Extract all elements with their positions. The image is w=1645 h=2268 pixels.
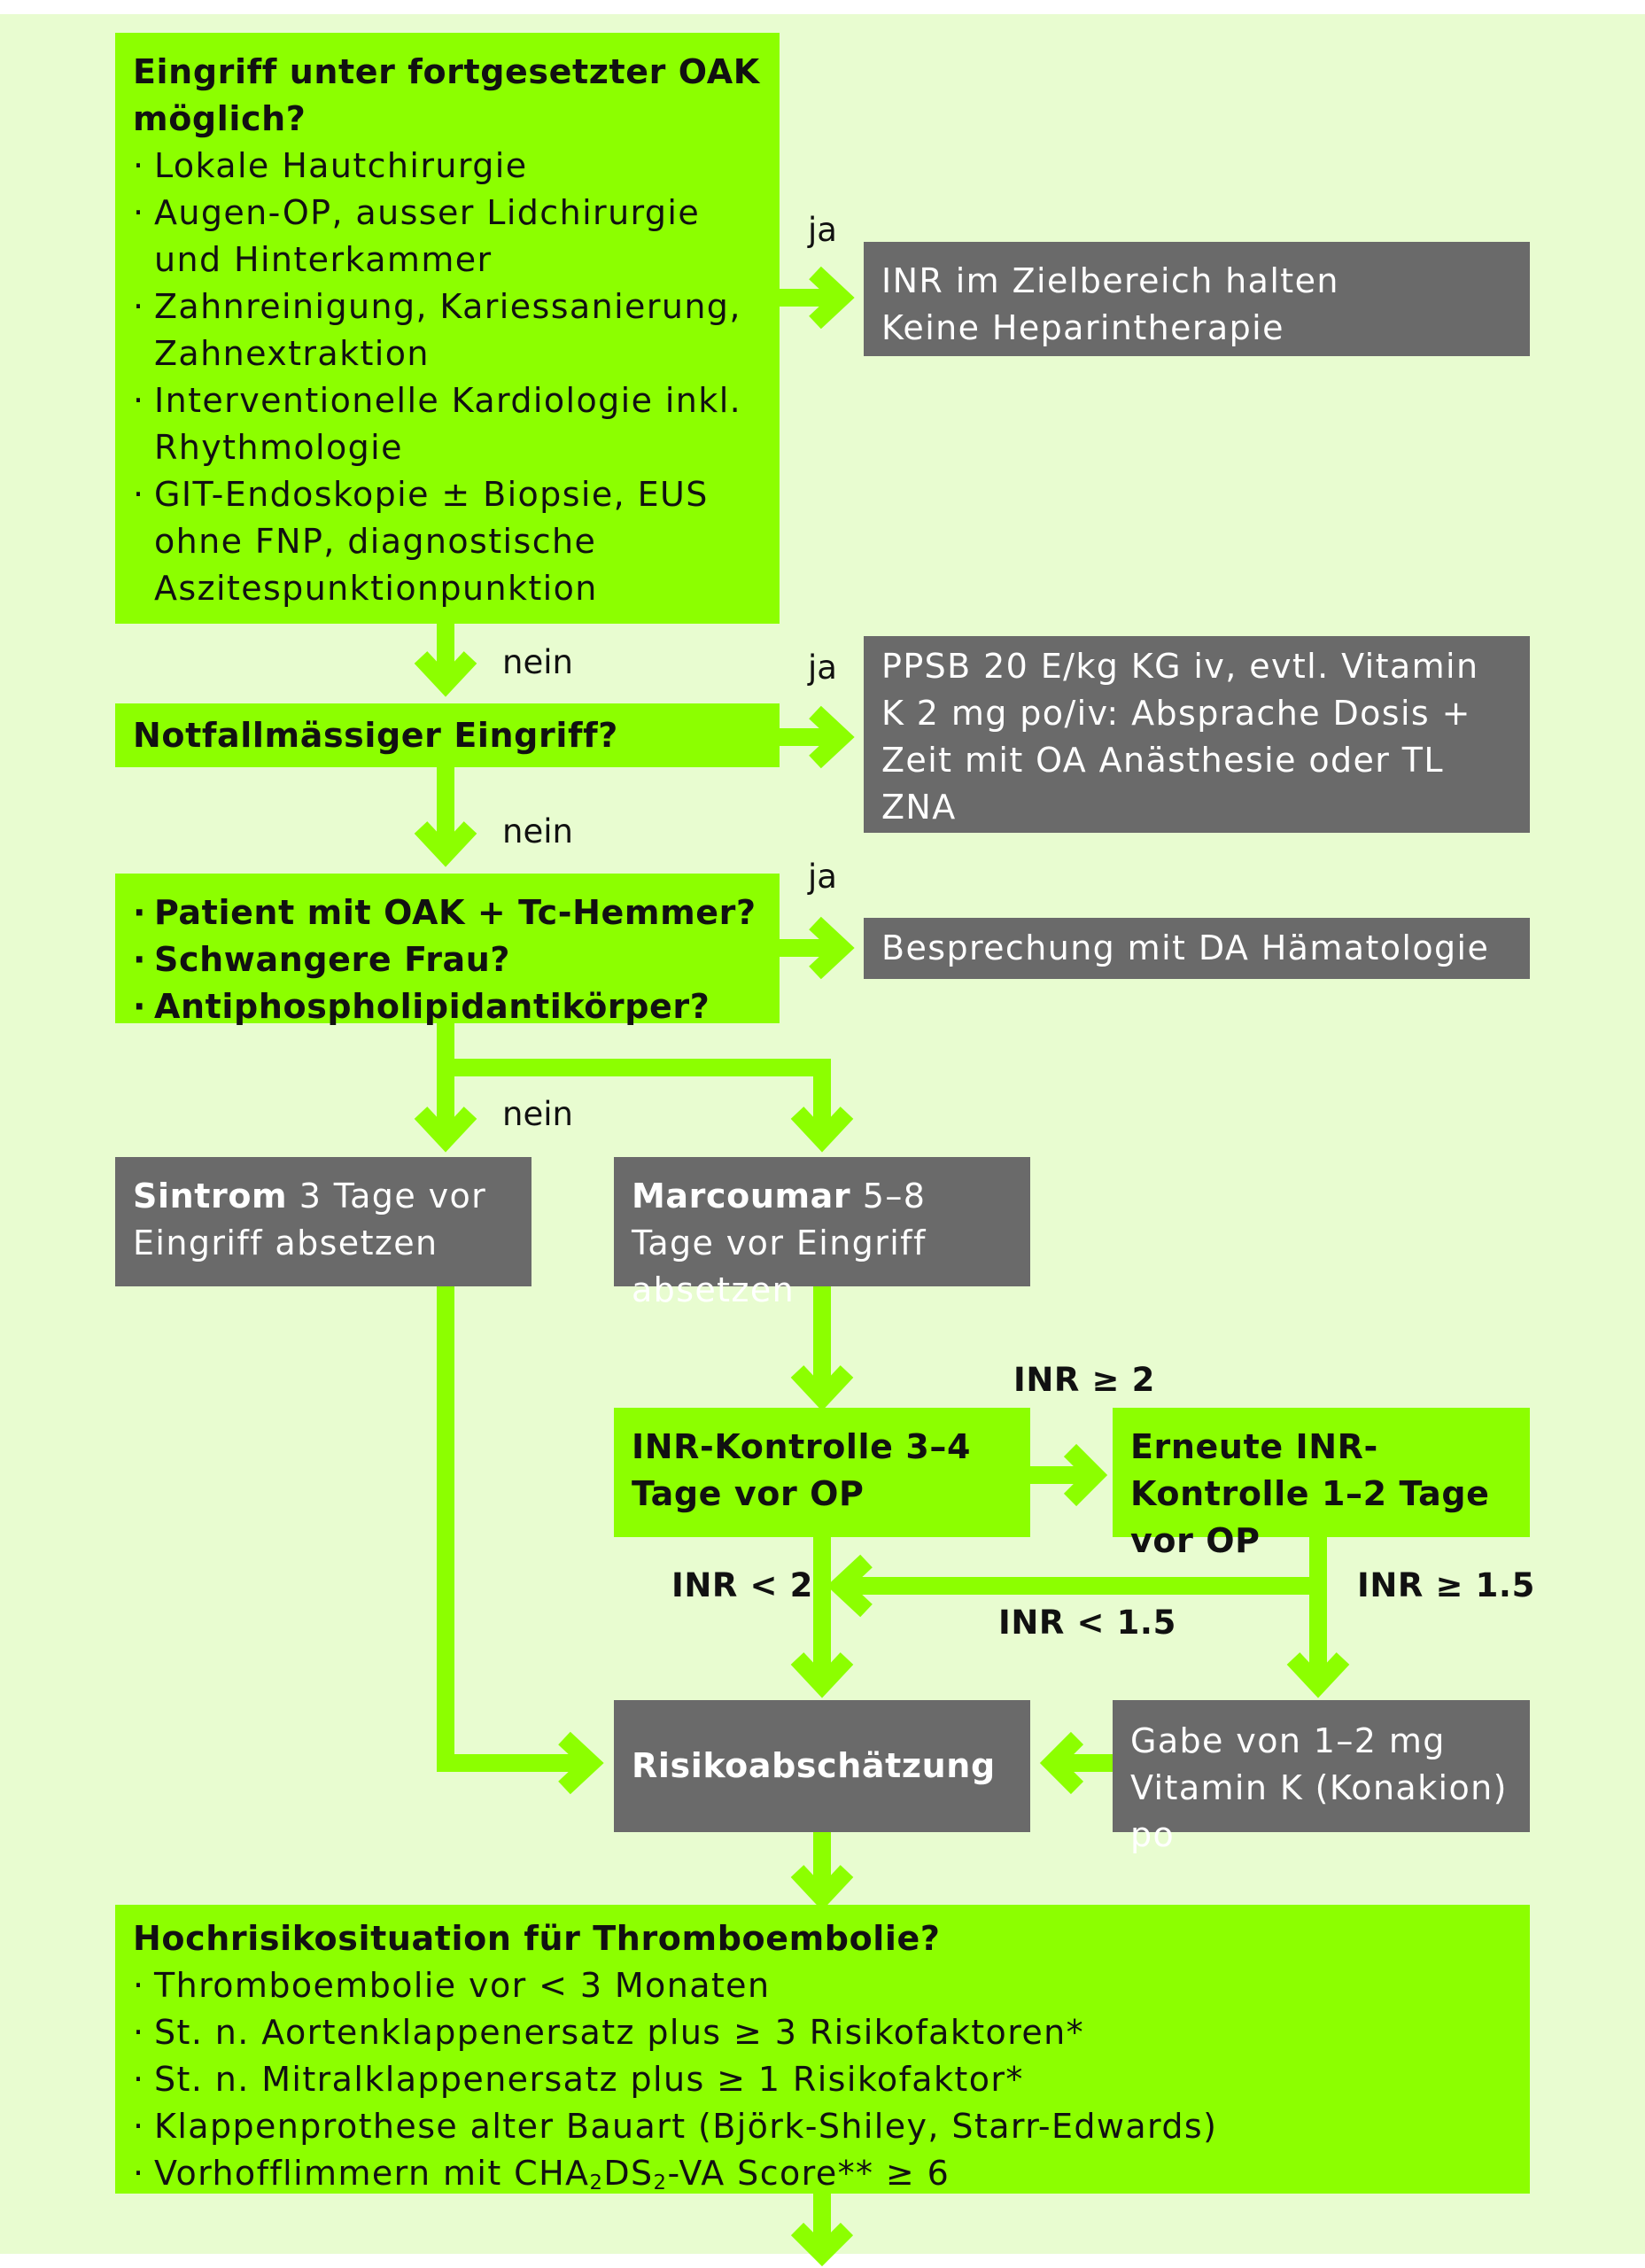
action-risk-assessment: Risikoabschätzung	[614, 1700, 1030, 1832]
list-item-text: -VA Score** ≥ 6	[667, 2154, 951, 2193]
list-item: Schwangere Frau?	[133, 936, 762, 983]
action-vitamin-k: Gabe von 1–2 mg Vitamin K (Konakion) po	[1113, 1700, 1530, 1854]
label-ja-2: ja	[808, 649, 837, 687]
list-item: Patient mit OAK + Tc-Hemmer?	[133, 889, 762, 936]
label-nein-3: nein	[502, 1095, 573, 1133]
arrowhead-bottom	[790, 2222, 854, 2267]
arrowhead-high-risk	[790, 1865, 854, 1911]
label-nein-2: nein	[502, 812, 573, 850]
list-item: Augen-OP, ausser Lidchirurgie und Hinter…	[133, 190, 762, 284]
action-inr-target-line-1: INR im Zielbereich halten	[881, 261, 1339, 300]
action-sintrom: Sintrom 3 Tage vor Eingriff absetzen	[115, 1157, 532, 1286]
arrowhead-inr-lt15	[826, 1554, 873, 1618]
label-ja-3: ja	[808, 858, 837, 896]
decision-inr-check-2-title: Erneute INR-Kontrolle 1–2 Tage vor OP	[1130, 1427, 1490, 1560]
action-ppsb: PPSB 20 E/kg KG iv, evtl. Vitamin K 2 mg…	[864, 636, 1530, 833]
action-marcoumar: Marcoumar 5–8 Tage vor Eingriff absetzen	[614, 1157, 1030, 1309]
action-inr-target-line-2: Keine Heparintherapie	[881, 308, 1284, 347]
label-inr-ge-1-5: INR ≥ 1.5	[1357, 1566, 1535, 1604]
label-ja-1: ja	[808, 211, 837, 249]
action-ppsb-text: PPSB 20 E/kg KG iv, evtl. Vitamin K 2 mg…	[881, 647, 1479, 827]
arrowhead-sintrom	[414, 1107, 477, 1153]
arrowhead-hematology	[809, 916, 855, 980]
action-vitamin-k-line-2: Vitamin K (Konakion) po	[1130, 1768, 1508, 1854]
decision-high-risk-items: Thromboembolie vor < 3 Monaten St. n. Ao…	[133, 1962, 1512, 2202]
arrowhead-risk-top	[790, 1652, 854, 1698]
list-item-text: Vorhofflimmern mit CHA	[154, 2154, 590, 2193]
decision-emergency: Notfallmässiger Eingriff?	[115, 703, 780, 767]
decision-high-risk-title: Hochrisikosituation für Thromboembolie?	[133, 1919, 941, 1958]
action-sintrom-text: 3 Tage vor Eingriff absetzen	[133, 1177, 487, 1262]
arrowhead-risk-right	[1039, 1731, 1084, 1795]
arrowhead-emergency	[414, 651, 477, 697]
decision-high-risk: Hochrisikosituation für Thromboembolie? …	[115, 1905, 1530, 2197]
action-vitamin-k-line-1: Gabe von 1–2 mg	[1130, 1721, 1446, 1760]
list-item: Klappenprothese alter Bauart (Björk-Shil…	[133, 2103, 1512, 2150]
arrowhead-inr-check1	[790, 1365, 854, 1411]
decision-emergency-title: Notfallmässiger Eingriff?	[133, 715, 618, 755]
arrowhead-ppsb	[809, 705, 855, 769]
list-item: GIT-Endoskopie ± Biopsie, EUS ohne FNP, …	[133, 471, 762, 612]
label-inr-lt-1-5: INR < 1.5	[998, 1604, 1176, 1642]
action-risk-title: Risikoabschätzung	[632, 1746, 996, 1785]
list-item: Antiphospholipidantikörper?	[133, 983, 762, 1030]
subscript: 2	[653, 2171, 668, 2194]
list-item: St. n. Mitralklappenersatz plus ≥ 1 Risi…	[133, 2056, 1512, 2103]
decision-oak-title: Eingriff unter fortgesetzter OAK möglich…	[133, 52, 760, 138]
action-hematology-text: Besprechung mit DA Hämatologie	[881, 928, 1490, 967]
decision-oak-items: Lokale Hautchirurgie Augen-OP, ausser Li…	[133, 143, 762, 612]
list-item: Zahnreinigung, Kariessanierung, Zahnextr…	[133, 284, 762, 377]
label-inr-lt-2: INR < 2	[671, 1566, 813, 1604]
arrowhead-inr-check2	[1063, 1443, 1108, 1507]
label-inr-ge-2: INR ≥ 2	[1013, 1361, 1155, 1399]
list-item: Thromboembolie vor < 3 Monaten	[133, 1962, 1512, 2009]
decision-special-cases: Patient mit OAK + Tc-Hemmer? Schwangere …	[115, 874, 780, 1030]
list-item: Lokale Hautchirurgie	[133, 143, 762, 190]
arrowhead-special	[414, 821, 477, 867]
connector-sintrom-to-risk	[437, 1285, 589, 1772]
decision-oak-continue: Eingriff unter fortgesetzter OAK möglich…	[115, 33, 780, 624]
arrowhead-marcoumar	[790, 1107, 854, 1153]
list-item: Interventionelle Kardiologie inkl. Rhyth…	[133, 377, 762, 471]
list-item-text: DS	[603, 2154, 654, 2193]
list-item: Vorhofflimmern mit CHA2DS2-VA Score** ≥ …	[133, 2150, 1512, 2202]
action-marcoumar-text: 5–8 Tage vor Eingriff absetzen	[632, 1177, 927, 1309]
arrowhead-inr-target	[809, 266, 855, 330]
action-hematology: Besprechung mit DA Hämatologie	[864, 918, 1530, 979]
arrowhead-risk-left	[558, 1731, 604, 1795]
arrowhead-vitamin-k	[1286, 1652, 1350, 1698]
decision-special-items: Patient mit OAK + Tc-Hemmer? Schwangere …	[133, 889, 762, 1030]
subscript: 2	[589, 2171, 604, 2194]
label-nein-1: nein	[502, 643, 573, 681]
action-sintrom-drug: Sintrom	[133, 1177, 288, 1216]
decision-inr-check-1-title: INR-Kontrolle 3–4 Tage vor OP	[632, 1427, 972, 1513]
decision-inr-check-1: INR-Kontrolle 3–4 Tage vor OP	[614, 1408, 1030, 1537]
list-item: St. n. Aortenklappenersatz plus ≥ 3 Risi…	[133, 2009, 1512, 2056]
decision-inr-check-2: Erneute INR-Kontrolle 1–2 Tage vor OP	[1113, 1408, 1530, 1560]
action-marcoumar-drug: Marcoumar	[632, 1177, 851, 1216]
action-inr-target: INR im Zielbereich halten Keine Heparint…	[864, 242, 1530, 356]
